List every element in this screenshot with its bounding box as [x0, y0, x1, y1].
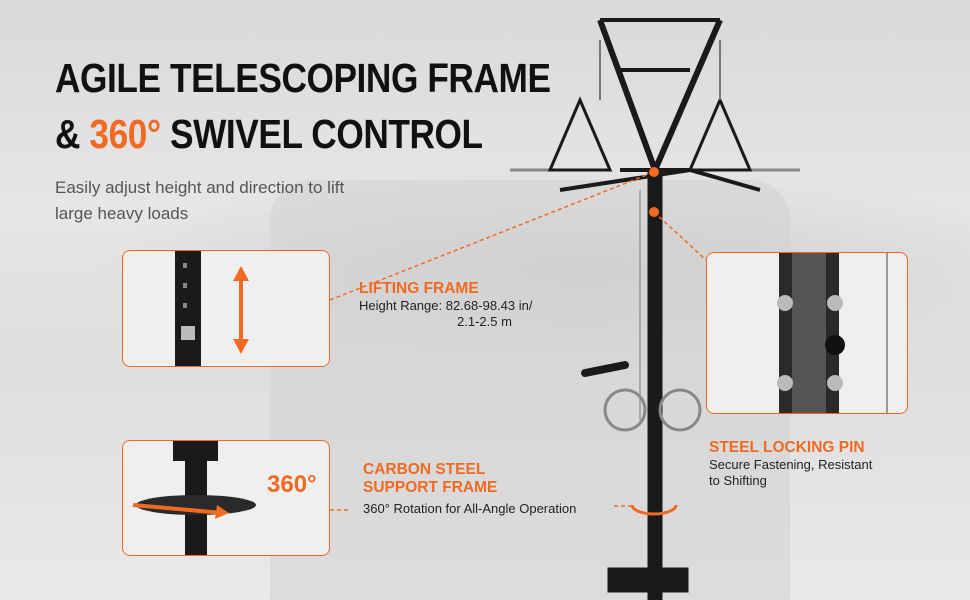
feature-heading-2: SUPPORT FRAME	[363, 479, 498, 496]
feature-text: 360° Rotation for All-Angle Operation	[363, 501, 577, 516]
headline-accent: 360°	[89, 111, 161, 157]
feature-text-2: to Shifting	[709, 473, 767, 488]
feature-locking-pin: STEEL LOCKING PIN Secure Fastening, Resi…	[709, 439, 872, 489]
telescoping-tube-image	[175, 251, 249, 366]
subtitle: Easily adjust height and direction to li…	[55, 178, 345, 223]
headline-line2: & 360° SWIVEL CONTROL	[55, 106, 551, 162]
inset-telescoping-tube	[122, 250, 330, 367]
feature-heading: CARBON STEEL	[363, 461, 486, 478]
feature-text: Secure Fastening, Resistant	[709, 457, 873, 472]
feature-text: Height Range: 82.68-98.43 in/	[359, 298, 533, 313]
feature-heading: STEEL LOCKING PIN	[709, 439, 865, 456]
locking-pin-image	[777, 253, 888, 413]
rotation-label: 360°	[267, 471, 317, 498]
headline-prefix: &	[55, 111, 90, 157]
inset-locking-pin	[706, 252, 908, 414]
inset-swivel-joint: 360°	[122, 440, 330, 556]
swivel-joint-image	[132, 441, 256, 555]
feature-heading: LIFTING FRAME	[359, 280, 479, 297]
headline-line1: AGILE TELESCOPING FRAME	[55, 55, 551, 101]
feature-lifting-frame: LIFTING FRAME Height Range: 82.68-98.43 …	[359, 280, 532, 330]
feature-text-2: 2.1-2.5 m	[457, 314, 512, 329]
headline: AGILE TELESCOPING FRAME & 360° SWIVEL CO…	[55, 50, 551, 162]
feature-support-frame: CARBON STEEL SUPPORT FRAME 360° Rotation…	[363, 461, 576, 517]
headline-suffix: SWIVEL CONTROL	[160, 111, 483, 157]
rotate-arrow-icon	[215, 505, 229, 519]
background-truck	[270, 180, 790, 600]
